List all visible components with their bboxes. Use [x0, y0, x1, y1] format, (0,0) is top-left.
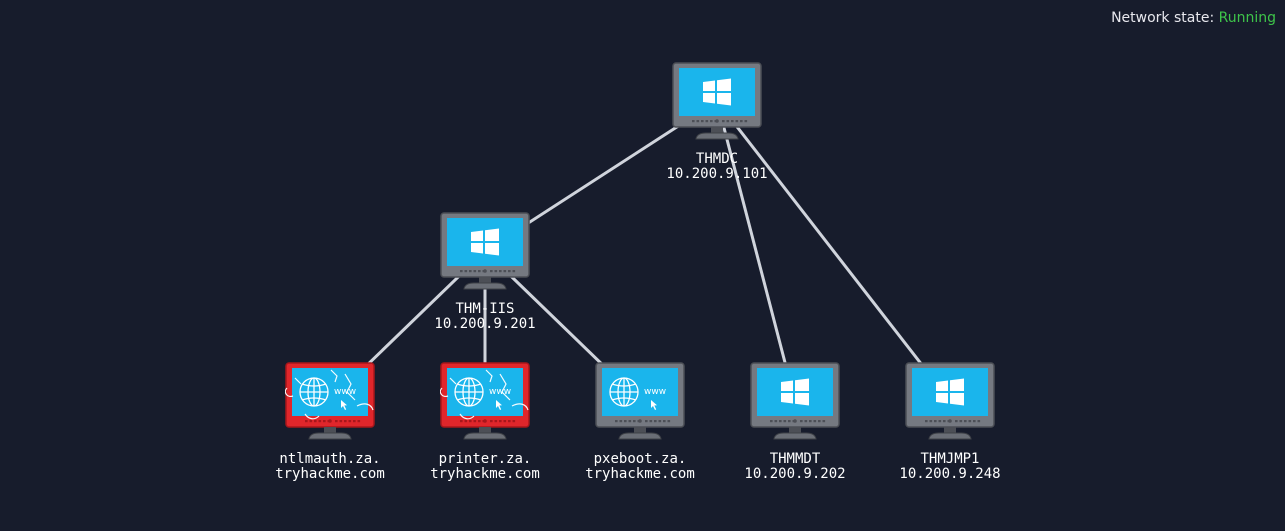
web-server-monitor-icon: www — [595, 362, 685, 440]
www-globe-icon — [454, 377, 484, 407]
node-thm-iis[interactable]: THM-IIS 10.200.9.201 — [405, 212, 565, 332]
link-thmdc-thmjmp1 — [715, 100, 952, 402]
network-status-label: Network state: — [1111, 10, 1215, 26]
node-label: THMDC 10.200.9.101 — [666, 152, 767, 182]
node-label: THMMDT 10.200.9.202 — [744, 452, 845, 482]
link-thmdc-thmmdt — [715, 100, 797, 402]
node-hostname: THMMDT — [769, 451, 821, 467]
windows-monitor-icon — [672, 62, 762, 140]
node-domain: tryhackme.com — [585, 466, 695, 482]
node-pxeboot[interactable]: www pxeboot.za. tryhackme.com — [560, 362, 720, 482]
windows-logo-icon — [936, 378, 964, 406]
node-label: THMJMP1 10.200.9.248 — [899, 452, 1000, 482]
node-domain: tryhackme.com — [430, 466, 540, 482]
node-label: printer.za. tryhackme.com — [430, 452, 540, 482]
network-status: Network state: Running — [1111, 10, 1276, 26]
svg-text:www: www — [334, 387, 356, 397]
node-thmjmp1[interactable]: THMJMP1 10.200.9.248 — [870, 362, 1030, 482]
node-hostname: ntlmauth.za. — [279, 451, 381, 467]
node-hostname: pxeboot.za. — [593, 451, 687, 467]
node-hostname: THMDC — [695, 151, 739, 167]
node-thmdc[interactable]: THMDC 10.200.9.101 — [637, 62, 797, 182]
network-status-value: Running — [1218, 10, 1276, 26]
node-hostname: printer.za. — [438, 451, 532, 467]
node-label: THM-IIS 10.200.9.201 — [434, 302, 535, 332]
node-ip: 10.200.9.248 — [899, 466, 1001, 482]
windows-logo-icon — [471, 228, 499, 256]
windows-monitor-icon — [750, 362, 840, 440]
web-server-monitor-icon: www — [285, 362, 375, 440]
node-domain: tryhackme.com — [275, 466, 385, 482]
node-hostname: THM-IIS — [455, 301, 515, 317]
svg-text:www: www — [644, 387, 666, 397]
windows-monitor-icon — [905, 362, 995, 440]
windows-logo-icon — [703, 78, 731, 106]
windows-monitor-icon — [440, 212, 530, 290]
node-ip: 10.200.9.202 — [744, 466, 846, 482]
node-ip: 10.200.9.201 — [434, 316, 536, 332]
node-hostname: THMJMP1 — [920, 451, 980, 467]
www-globe-icon — [609, 377, 639, 407]
node-label: ntlmauth.za. tryhackme.com — [275, 452, 385, 482]
node-thmmdt[interactable]: THMMDT 10.200.9.202 — [715, 362, 875, 482]
node-ip: 10.200.9.101 — [666, 166, 768, 182]
windows-logo-icon — [781, 378, 809, 406]
node-label: pxeboot.za. tryhackme.com — [585, 452, 695, 482]
web-server-monitor-icon: www — [440, 362, 530, 440]
svg-text:www: www — [489, 387, 511, 397]
node-printer[interactable]: www printer.za. tryhackme.com — [405, 362, 565, 482]
www-globe-icon — [299, 377, 329, 407]
node-ntlmauth[interactable]: www ntlmauth.za. tryhackme.com — [250, 362, 410, 482]
